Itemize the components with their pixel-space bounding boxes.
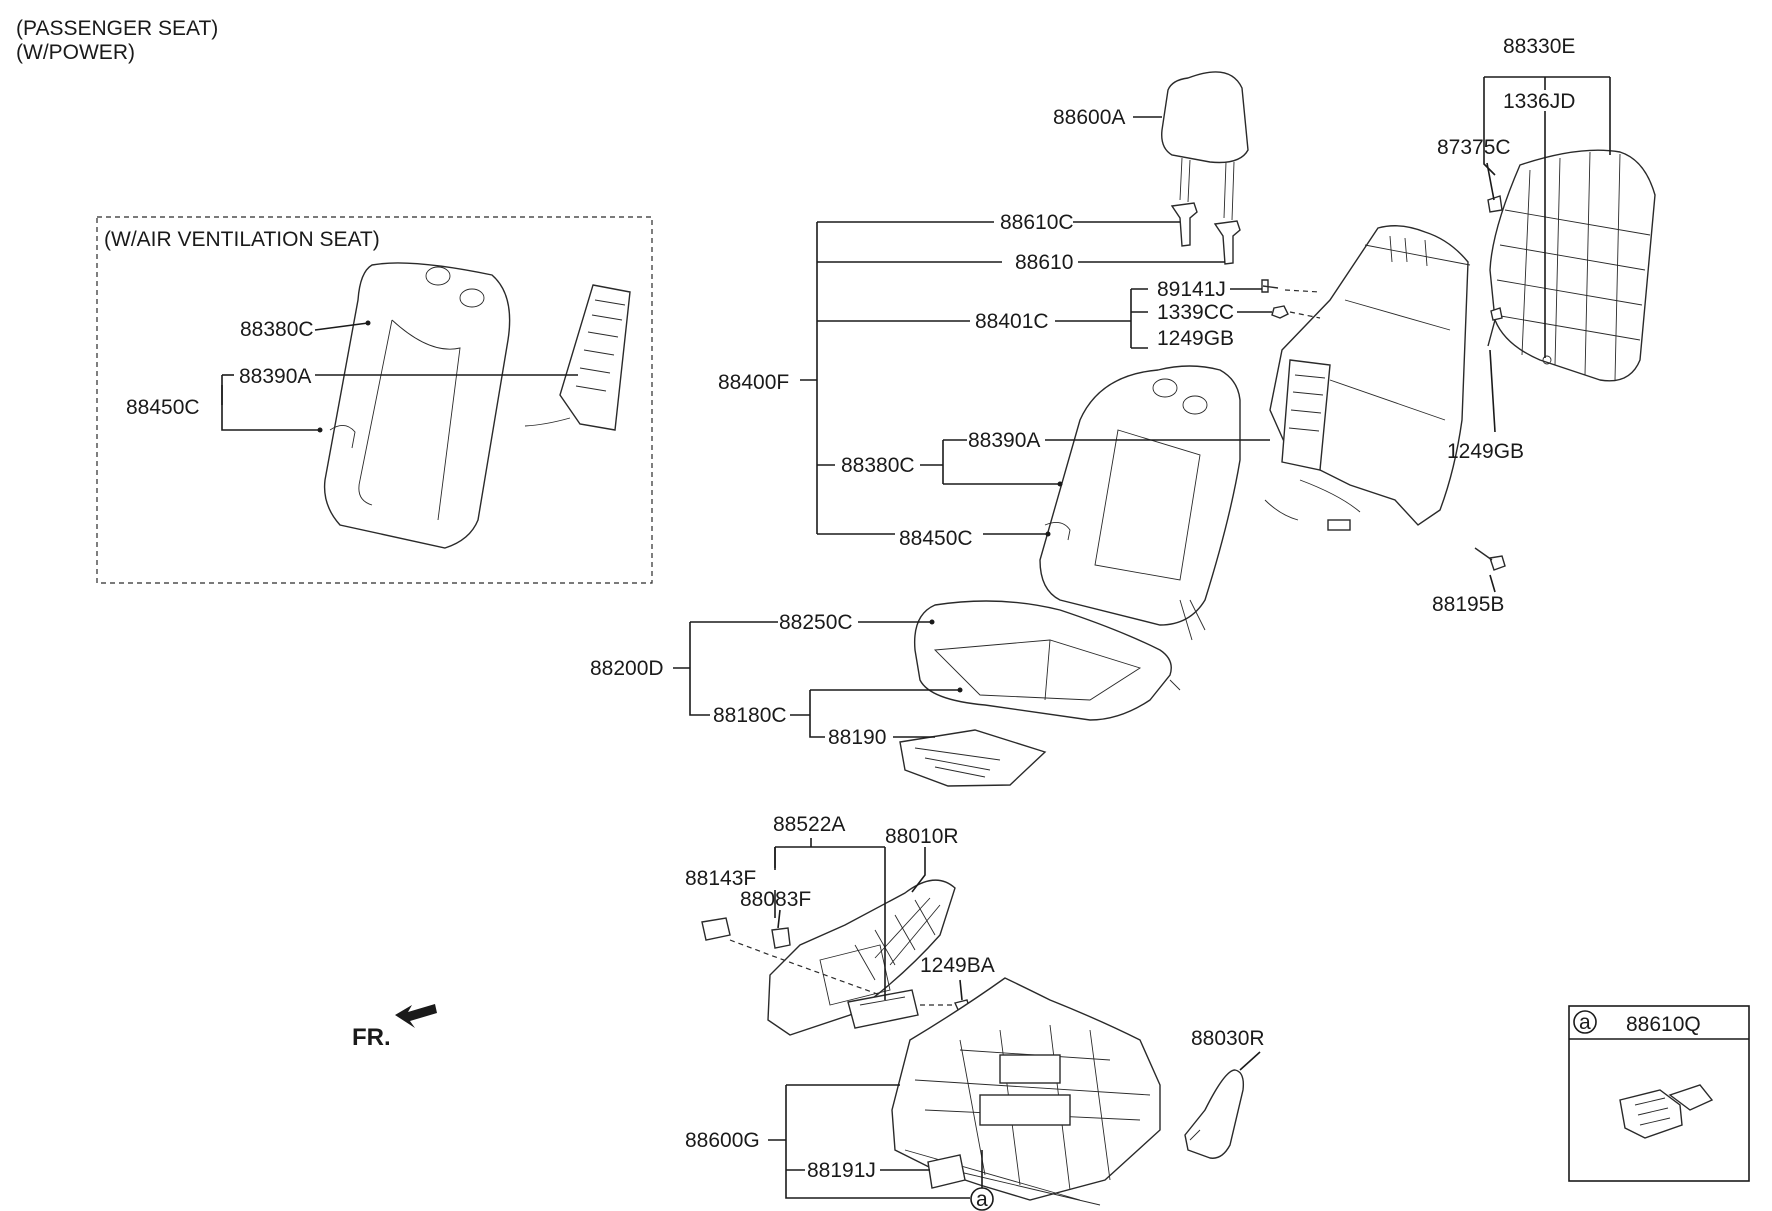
seat-cushion-pad [899,729,1047,787]
label-88191j: 88191J [807,1159,876,1182]
label-88195b: 88195B [1432,593,1504,616]
label-88190: 88190 [828,726,886,749]
backrest-panel [1487,149,1656,382]
label-1249gb-right: 1249GB [1447,440,1524,463]
label-1339cc: 1339CC [1157,301,1234,324]
seat-side-cover [767,879,956,1036]
label-87375c: 87375C [1437,136,1511,159]
label-88400f: 88400F [718,371,789,394]
inset-label-88390a: 88390A [239,365,311,388]
bolt-89141j [1261,279,1279,293]
nut-1339cc [1271,305,1289,319]
detail-marker: a [1579,1011,1591,1034]
inset-label-88450c: 88450C [126,396,200,419]
motor-88610q [1619,1084,1714,1139]
seat-cushion-cover [913,600,1181,721]
switch-88143f [701,917,731,941]
module-88191j [927,1154,966,1189]
label-1336jd: 1336JD [1503,90,1575,113]
label-88600a: 88600A [1053,106,1125,129]
label-88180c: 88180C [713,704,787,727]
front-arrow-icon [395,1004,437,1028]
header-line-1: (PASSENGER SEAT) [16,17,218,40]
label-88083f: 88083F [740,888,811,911]
label-88610: 88610 [1015,251,1073,274]
label-88380c: 88380C [841,454,915,477]
side-trim-88030r [1184,1069,1245,1159]
label-1249gb-bracket: 1249GB [1157,327,1234,350]
label-88330e: 88330E [1503,35,1575,58]
label-89141j: 89141J [1157,278,1226,301]
label-88390a: 88390A [968,429,1040,452]
label-88600g: 88600G [685,1129,760,1152]
backrest-frame [1264,225,1471,531]
headrest-guides [1170,202,1241,265]
inset-vent-pad [524,284,631,431]
detail-marker-circle [1573,1010,1597,1034]
seat-track-frame [891,977,1161,1206]
bolt-88195b [1474,547,1506,571]
label-1249ba: 1249BA [920,954,995,977]
label-88143f: 88143F [685,867,756,890]
label-88200d: 88200D [590,657,664,680]
inset-label-88380c: 88380C [240,318,314,341]
switch-module-88522a [847,989,919,1029]
switch-88083f [771,927,791,949]
inset-frame [96,216,653,584]
label-88250c: 88250C [779,611,853,634]
inset-title: (W/AIR VENTILATION SEAT) [104,228,380,251]
bolt-1249gb-right [1487,307,1503,347]
front-marker: FR. [352,1024,391,1051]
detail-box [1568,1005,1750,1182]
inset-backrest-cover [323,262,511,549]
label-88522a: 88522A [773,813,845,836]
label-88010r: 88010R [885,825,959,848]
label-88450c: 88450C [899,527,973,550]
backrest-cover [1039,365,1241,641]
header-line-2: (W/POWER) [16,41,135,64]
label-88030r: 88030R [1191,1027,1265,1050]
detail-part: 88610Q [1626,1013,1701,1036]
label-88401c: 88401C [975,310,1049,333]
headrest [1161,71,1249,221]
label-88610c: 88610C [1000,211,1074,234]
callout-a: a [976,1188,988,1211]
